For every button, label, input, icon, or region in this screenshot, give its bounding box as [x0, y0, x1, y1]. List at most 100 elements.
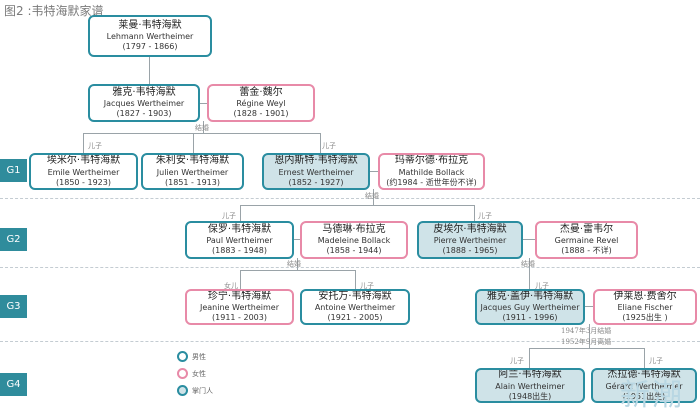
connector-line	[320, 133, 321, 153]
connector-line	[644, 348, 645, 368]
person-name-zh: 雅克·盖伊·韦特海默	[486, 290, 574, 302]
person-name-en: Madeleine Bollack	[317, 236, 391, 246]
person-card-paul: 保罗·韦特海默 Paul Wertheimer (1883 - 1948)	[185, 221, 294, 259]
generation-label-g4: G4	[0, 373, 27, 396]
person-name-en: Eliane Fischer	[617, 303, 673, 313]
male-marker-icon	[177, 351, 188, 362]
person-name-en: Pierre Wertheimer	[433, 236, 507, 246]
person-name-en: Emile Wertheimer	[47, 167, 120, 177]
person-years: (1852 - 1927)	[288, 177, 344, 187]
person-name-zh: 莱曼·韦特海默	[118, 19, 182, 31]
generation-divider	[0, 341, 700, 342]
connector-line	[193, 133, 194, 153]
marriage-line	[523, 239, 535, 240]
person-name-en: Jacques Wertheimer	[103, 99, 185, 109]
person-name-en: Alain Wertheimer	[495, 381, 565, 391]
person-name-zh: 皮埃尔·韦特海默	[433, 223, 507, 235]
person-card-julien: 朱利安·韦特海默 Julien Wertheimer (1851 - 1913)	[141, 153, 244, 190]
person-name-zh: 朱利安·韦特海默	[155, 155, 230, 167]
son-label: 儿子	[222, 212, 236, 220]
person-years: (1925出生 )	[622, 313, 668, 323]
person-name-zh: 保罗·韦特海默	[207, 223, 272, 235]
legend-head: 掌门人	[177, 385, 213, 396]
person-name-zh: 杰拉德·韦特海默	[607, 369, 681, 381]
person-name-zh: 恩内斯特·韦特海默	[274, 155, 358, 167]
son-label: 儿子	[649, 357, 663, 365]
person-name-en: Jeanine Wertheimer	[199, 303, 280, 313]
person-name-zh: 伊莱恩·费舍尔	[613, 290, 677, 302]
connector-line	[203, 121, 204, 133]
person-name-zh: 蕾金·魏尔	[239, 86, 283, 98]
married-label: 结婚	[521, 260, 535, 268]
marriage-line	[200, 103, 207, 104]
marriage-date: 1947年3月结婚	[561, 327, 612, 335]
generation-divider	[0, 267, 700, 268]
connector-line	[355, 270, 356, 289]
connector-line	[240, 270, 241, 289]
person-years: (1888 - 1965)	[442, 246, 498, 256]
person-name-en: Lehmann Wertheimer	[106, 32, 194, 42]
person-card-germaine: 杰曼·雷韦尔 Germaine Revel (1888 - 不详)	[535, 221, 638, 259]
person-years: (1797 - 1866)	[122, 42, 178, 52]
person-name-zh: 阿兰·韦特海默	[498, 369, 562, 381]
connector-line	[529, 258, 530, 289]
legend-label: 掌门人	[192, 386, 213, 395]
person-card-alain: 阿兰·韦特海默 Alain Wertheimer (1948出生)	[475, 368, 585, 403]
person-card-jacques-guy: 雅克·盖伊·韦特海默 Jacques Guy Wertheimer (1911 …	[475, 289, 585, 325]
person-years: (1850 - 1923)	[56, 177, 111, 187]
person-card-pierre: 皮埃尔·韦特海默 Pierre Wertheimer (1888 - 1965)	[417, 221, 523, 259]
divorce-date: 1952年9月离婚	[561, 338, 612, 346]
person-name-zh: 杰曼·雷韦尔	[559, 223, 614, 235]
head-marker-icon	[177, 385, 188, 396]
person-card-jeanine: 珍宁·韦特海默 Jeanine Wertheimer (1911 - 2003)	[185, 289, 294, 325]
person-name-zh: 埃米尔·韦特海默	[46, 155, 121, 167]
person-card-antoine: 安托万·韦特海默 Antoine Wertheimer (1921 - 2005…	[300, 289, 410, 325]
person-years: (1948出生)	[508, 391, 552, 401]
person-card-ernest: 恩内斯特·韦特海默 Ernest Wertheimer (1852 - 1927…	[262, 153, 370, 190]
person-years: (1828 - 1901)	[233, 109, 289, 119]
person-card-eliane: 伊莱恩·费舍尔 Eliane Fischer (1925出生 )	[593, 289, 697, 325]
watermark: 新潮	[620, 378, 684, 413]
connector-line	[240, 270, 355, 271]
person-years: (1911 - 2003)	[212, 313, 267, 323]
connector-line	[149, 56, 150, 84]
person-years: (约1984 - 逝世年份不详)	[386, 177, 477, 187]
generation-label-g1: G1	[0, 159, 27, 182]
married-label: 结婚	[195, 124, 209, 132]
person-years: (1951出生)	[622, 391, 666, 401]
female-marker-icon	[177, 368, 188, 379]
person-name-en: Antoine Wertheimer	[314, 303, 396, 313]
son-label: 儿子	[322, 142, 336, 150]
married-label: 结婚	[365, 192, 379, 200]
son-label: 儿子	[510, 357, 524, 365]
connector-line	[240, 205, 241, 221]
connector-line	[474, 205, 475, 221]
person-name-zh: 玛蒂尔德·布拉克	[394, 155, 469, 167]
person-years: (1911 - 1996)	[502, 313, 558, 323]
person-card-mathilde: 玛蒂尔德·布拉克 Mathilde Bollack (约1984 - 逝世年份不…	[378, 153, 485, 190]
marriage-line	[294, 239, 300, 240]
person-name-zh: 珍宁·韦特海默	[207, 290, 272, 302]
person-name-en: Julien Wertheimer	[156, 167, 229, 177]
person-name-zh: 安托万·韦特海默	[318, 290, 392, 302]
legend-label: 女性	[192, 369, 206, 378]
connector-line	[529, 348, 530, 368]
generation-label-g2: G2	[0, 228, 27, 251]
connector-line	[589, 324, 590, 348]
son-label: 儿子	[535, 282, 549, 290]
connector-line	[83, 133, 84, 153]
connector-line	[373, 189, 374, 205]
page-title: 图2 :韦特海默家谱	[4, 4, 104, 18]
generation-divider	[0, 198, 700, 199]
person-card-jacques: 雅克·韦特海默 Jacques Wertheimer (1827 - 1903)	[88, 84, 200, 122]
person-name-en: Régine Weyl	[236, 99, 286, 109]
person-name-en: Mathilde Bollack	[398, 167, 465, 177]
legend-male: 男性	[177, 351, 206, 362]
person-card-emile: 埃米尔·韦特海默 Emile Wertheimer (1850 - 1923)	[29, 153, 138, 190]
person-name-en: Ernest Wertheimer	[278, 167, 354, 177]
connector-line	[240, 205, 475, 206]
person-name-zh: 雅克·韦特海默	[112, 86, 176, 98]
person-name-zh: 马德琳·布拉克	[322, 223, 386, 235]
son-label: 儿子	[360, 282, 374, 290]
person-card-gerard: 杰拉德·韦特海默 Gérard Wertheimer (1951出生)	[591, 368, 697, 403]
